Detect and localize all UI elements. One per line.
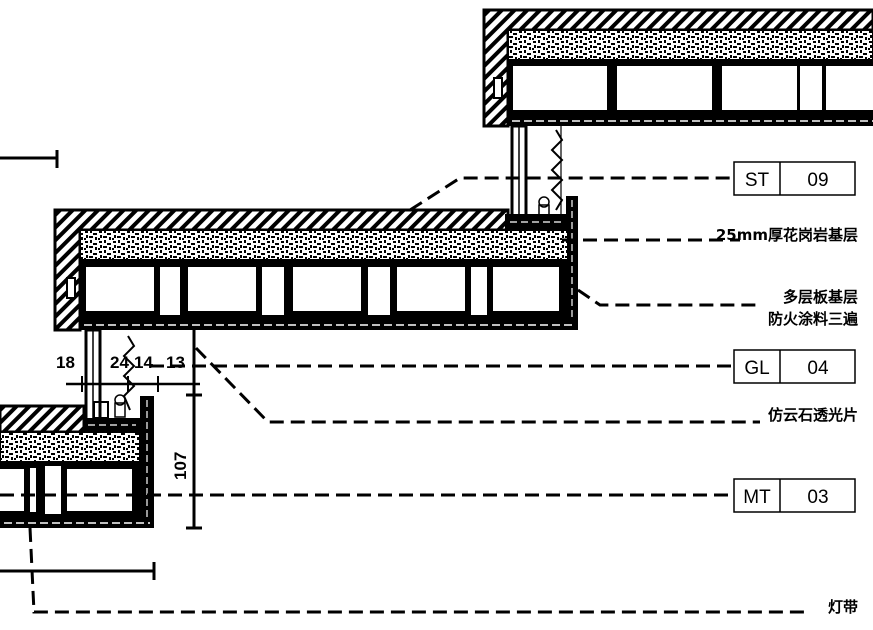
- note-stone-panel: 仿云石透光片: [768, 406, 858, 424]
- tag-code: MT: [743, 487, 771, 508]
- tag-number: 03: [807, 487, 828, 508]
- dim-13: 13: [166, 353, 185, 372]
- tag-mt03[interactable]: MT 03: [733, 478, 856, 513]
- upper-step: [482, 8, 873, 128]
- leader-plywood: [577, 288, 760, 307]
- leader-light-strip: [28, 527, 808, 614]
- leader-st09: [409, 176, 734, 212]
- note-plywood-base: 多层板基层: [783, 288, 858, 306]
- middle-step: [53, 208, 578, 332]
- dim-24: 24: [110, 353, 129, 372]
- dim-14: 14: [134, 353, 153, 372]
- dim-107: 107: [171, 452, 190, 480]
- leader-stone-panel: [194, 346, 760, 424]
- tag-gl04[interactable]: GL 04: [733, 349, 856, 384]
- tag-number: 09: [807, 170, 828, 191]
- leader-lines: [0, 176, 808, 614]
- note-marble-base: 25mm厚花岗岩基层: [716, 226, 858, 244]
- tag-code: ST: [745, 170, 770, 191]
- lower-step: [0, 404, 154, 528]
- tag-number: 04: [807, 358, 829, 379]
- dim-18: 18: [56, 353, 75, 372]
- tag-st09[interactable]: ST 09: [733, 161, 856, 196]
- tag-code: GL: [744, 358, 769, 379]
- middle-light-slot: [84, 328, 154, 528]
- note-light-strip: 灯带: [828, 598, 858, 616]
- note-fireproof-paint: 防火涂料三遍: [768, 310, 859, 328]
